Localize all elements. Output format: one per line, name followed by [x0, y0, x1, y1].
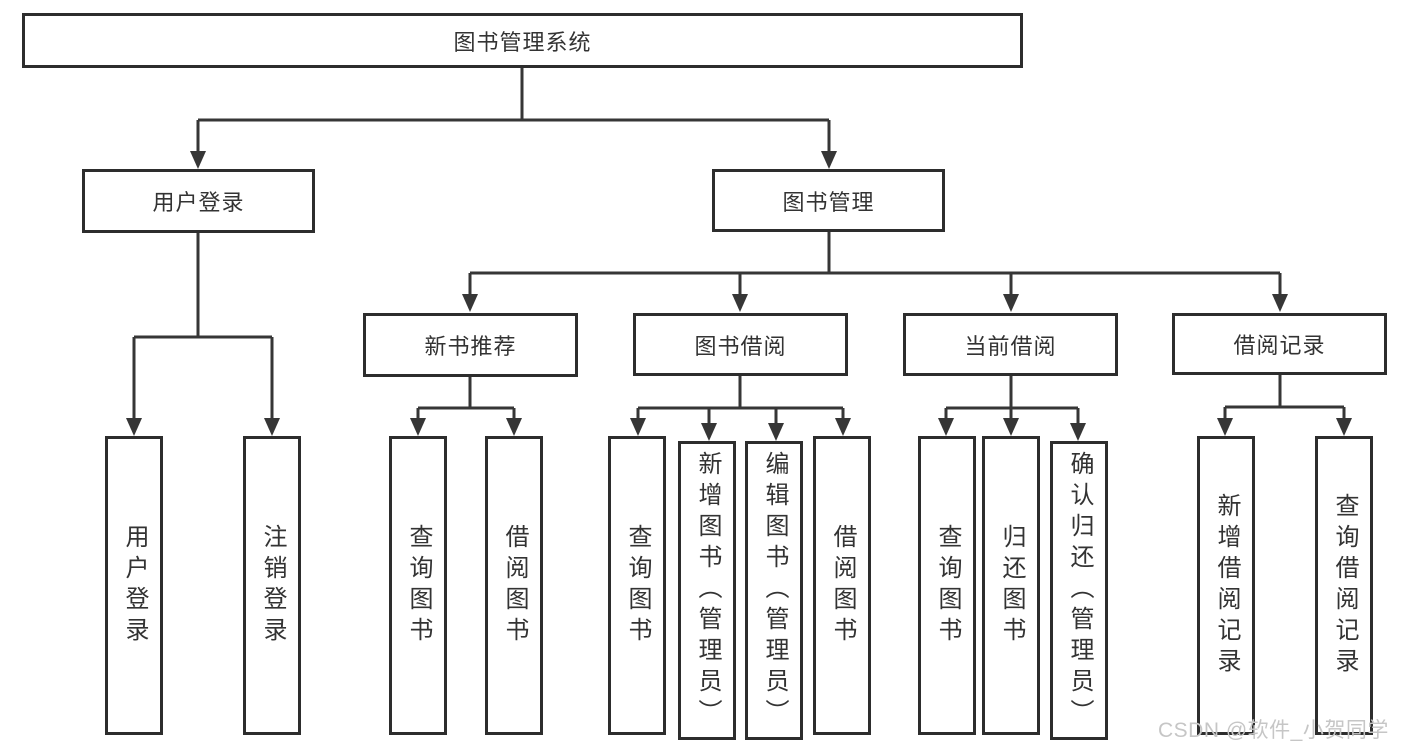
leaf-edit-books-admin: 编辑图书（管理员）	[745, 441, 803, 740]
leaf-label: 用户登录	[121, 523, 148, 648]
leaf-user-login: 用户登录	[105, 436, 163, 735]
leaf-borrow-books-recommend: 借阅图书	[485, 436, 543, 735]
node-library-management-system: 图书管理系统	[22, 13, 1023, 68]
connector-arrowhead	[821, 151, 837, 169]
leaf-confirm-return-admin: 确认归还（管理员）	[1050, 441, 1108, 740]
connector-arrowhead	[126, 418, 142, 436]
leaf-label: 编辑图书（管理员）	[761, 451, 788, 730]
leaf-label: 归还图书	[998, 523, 1025, 648]
node-borrowing-records: 借阅记录	[1172, 313, 1387, 375]
connector-arrowhead	[1217, 418, 1233, 436]
connector-arrowhead	[1070, 423, 1086, 441]
leaf-query-books-current: 查询图书	[918, 436, 976, 735]
connector-arrowhead	[835, 418, 851, 436]
node-book-management: 图书管理	[712, 169, 945, 232]
leaf-label: 新增借阅记录	[1213, 492, 1240, 679]
node-new-book-recommendation: 新书推荐	[363, 313, 578, 377]
connector-arrowhead	[410, 418, 426, 436]
connector-arrowhead	[938, 418, 954, 436]
connector-arrowhead	[732, 294, 748, 312]
connector-arrowhead	[1003, 294, 1019, 312]
watermark-text: CSDN @软件_小贺同学	[1158, 719, 1389, 742]
connector-arrowhead	[506, 418, 522, 436]
leaf-query-borrow-record: 查询借阅记录	[1315, 436, 1373, 735]
leaf-label: 借阅图书	[829, 523, 856, 648]
leaf-label: 新增图书（管理员）	[694, 451, 721, 730]
connector-arrowhead	[1003, 418, 1019, 436]
leaf-logout: 注销登录	[243, 436, 301, 735]
connector-arrowhead	[462, 294, 478, 312]
leaf-add-books-admin: 新增图书（管理员）	[678, 441, 736, 740]
connector-arrowhead	[1336, 418, 1352, 436]
connector-arrowhead	[264, 418, 280, 436]
leaf-label: 注销登录	[259, 523, 286, 648]
connector-arrowhead	[701, 423, 717, 441]
leaf-borrow-books: 借阅图书	[813, 436, 871, 735]
connector-arrowhead	[630, 418, 646, 436]
connector-arrowhead	[1272, 294, 1288, 312]
node-user-login-group: 用户登录	[82, 169, 315, 233]
leaf-query-books-recommend: 查询图书	[389, 436, 447, 735]
leaf-label: 确认归还（管理员）	[1066, 451, 1093, 730]
leaf-label: 查询图书	[405, 523, 432, 648]
connector-arrowhead	[768, 423, 784, 441]
leaf-query-books-borrow: 查询图书	[608, 436, 666, 735]
leaf-label: 查询借阅记录	[1331, 492, 1358, 679]
leaf-label: 查询图书	[624, 523, 651, 648]
node-book-borrowing: 图书借阅	[633, 313, 848, 376]
leaf-label: 借阅图书	[501, 523, 528, 648]
leaf-add-borrow-record: 新增借阅记录	[1197, 436, 1255, 735]
connector-arrowhead	[190, 151, 206, 169]
leaf-return-books: 归还图书	[982, 436, 1040, 735]
node-current-borrowing: 当前借阅	[903, 313, 1118, 376]
leaf-label: 查询图书	[934, 523, 961, 648]
